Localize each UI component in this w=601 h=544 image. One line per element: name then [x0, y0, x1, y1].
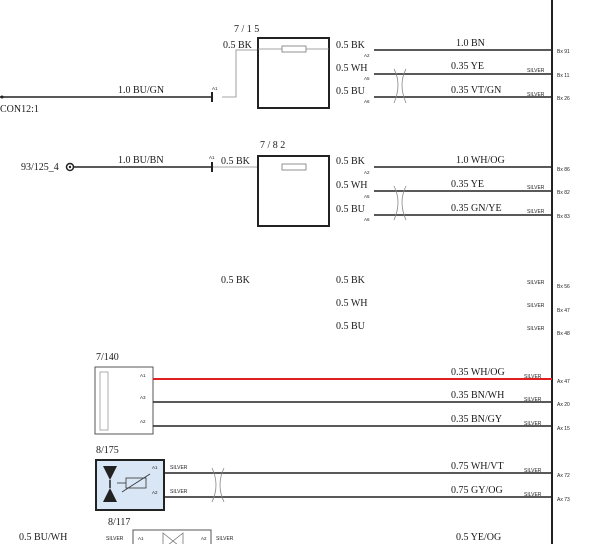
- group2-silver-1: SILVER: [527, 185, 545, 191]
- group2-pin-3: A6: [364, 217, 370, 222]
- group1-wire-label-2: 0.35 YE: [451, 61, 484, 72]
- group5-wire-label-1: 0.75 WH/VT: [451, 461, 504, 472]
- group6-wire-label: 0.5 YE/OG: [456, 532, 501, 543]
- group3-conn-1: Bx 56: [557, 284, 570, 290]
- group2-out-1: 0.5 BK: [336, 156, 366, 167]
- group6-silver-2: SILVER: [216, 536, 234, 542]
- group1-input-link: [222, 49, 258, 98]
- group5-circuit: 8/175 A1 A2 SILVER SILVER 0.75 WH/VT 0.7…: [95, 445, 570, 511]
- group1-pin-2: A5: [364, 76, 370, 81]
- group2-in-size: 0.5 BK: [221, 156, 251, 167]
- group6-pin-1: A1: [138, 536, 144, 541]
- group4-ref: 7/140: [96, 352, 119, 363]
- group1-conn-3: Bx 26: [557, 96, 570, 102]
- group1-fuse-icon: [281, 45, 307, 53]
- group5-ref: 8/175: [96, 445, 119, 456]
- group1-silver-1: SILVER: [527, 68, 545, 74]
- group1-left-terminal-icon: [0, 95, 4, 99]
- group2-silver-2: SILVER: [527, 209, 545, 215]
- group1-wire-label-3: 0.35 VT/GN: [451, 85, 501, 96]
- group4-wire-label-3: 0.35 BN/GY: [451, 414, 502, 425]
- group2-out-2: 0.5 WH: [336, 180, 367, 191]
- group1-in-size: 0.5 BK: [223, 40, 253, 51]
- group5-wire-label-2: 0.75 GY/OG: [451, 485, 503, 496]
- group4-pin-2: A3: [140, 395, 146, 400]
- group2-left-pin: A1: [209, 155, 215, 160]
- group6-pin-2: A2: [201, 536, 207, 541]
- group6-component-box[interactable]: [132, 529, 212, 544]
- group3-in-size: 0.5 BK: [221, 275, 251, 286]
- group6-circuit: 8/117 0.5 BU/WH SILVER SILVER A1 A2 0.5 …: [19, 517, 501, 544]
- group2-wire-label-2: 0.35 YE: [451, 179, 484, 190]
- group3-silver-1: SILVER: [527, 280, 545, 286]
- group1-out-1: 0.5 BK: [336, 40, 366, 51]
- group4-pin-3: A2: [140, 419, 146, 424]
- group1-wire-label-1: 1.0 BN: [456, 38, 485, 49]
- group6-ref: 8/117: [108, 517, 130, 528]
- group4-circuit: 7/140 A1 A3 A2 0.35 WH/OG 0.35 BN/WH 0.3…: [94, 352, 570, 435]
- group6-silver-1: SILVER: [106, 536, 124, 542]
- group1-twist-icon: [393, 68, 407, 104]
- group2-pin-1: A2: [364, 170, 370, 175]
- group5-conn-1: Ax 72: [557, 473, 570, 479]
- group1-pin-3: A6: [364, 99, 370, 104]
- group2-wire-label-3: 0.35 GN/YE: [451, 203, 502, 214]
- group2-pin-2: A5: [364, 194, 370, 199]
- group2-conn-3: Bx 83: [557, 214, 570, 220]
- group1-conn-1: Bx 91: [557, 49, 570, 55]
- group3-silver-2: SILVER: [527, 303, 545, 309]
- group1-circuit: 7 / 1 5 0.5 BK 0.5 BK 0.5 WH 0.5 BU A2 A…: [0, 24, 570, 115]
- group2-left-ref: 93/125_4: [21, 162, 59, 173]
- group1-left-wire-label: 1.0 BU/GN: [118, 85, 164, 96]
- group4-conn-1: Ax 47: [557, 379, 570, 385]
- group2-fuse-icon: [281, 163, 307, 171]
- group1-ref: 7 / 1 5: [234, 24, 259, 35]
- group3-out-1: 0.5 BK: [336, 275, 366, 286]
- group5-silver-2: SILVER: [524, 492, 542, 498]
- group4-conn-3: Ax 15: [557, 426, 570, 432]
- group2-conn-2: Bx 82: [557, 190, 570, 196]
- group6-left-wire-label: 0.5 BU/WH: [19, 532, 67, 543]
- group2-left-wire-label: 1.0 BU/BN: [118, 155, 164, 166]
- group5-pin-1: A1: [152, 465, 158, 470]
- group5-relay-icon: [103, 466, 151, 502]
- group1-pin-1: A2: [364, 53, 370, 58]
- group3-out-3: 0.5 BU: [336, 321, 366, 332]
- group5-conn-2: Ax 73: [557, 497, 570, 503]
- group3-conn-3: Bx 48: [557, 331, 570, 337]
- group4-pin-1: A1: [140, 373, 146, 378]
- group3-silver-3: SILVER: [527, 326, 545, 332]
- group1-silver-2: SILVER: [527, 92, 545, 98]
- group3-out-2: 0.5 WH: [336, 298, 367, 309]
- group3-conn-2: Bx 47: [557, 308, 570, 314]
- group2-circuit: 7 / 8 2 0.5 BK 0.5 BK 0.5 WH 0.5 BU A2 A…: [21, 140, 570, 227]
- group4-wire-label-1: 0.35 WH/OG: [451, 367, 505, 378]
- group2-twist-icon: [393, 185, 407, 221]
- group6-diode-icon: [162, 532, 184, 544]
- group4-wire-label-2: 0.35 BN/WH: [451, 390, 504, 401]
- group5-silver-1: SILVER: [524, 468, 542, 474]
- group4-silver-1: SILVER: [524, 374, 542, 380]
- group1-left-ref: CON12:1: [0, 104, 39, 115]
- group4-connector-icon: [99, 371, 109, 431]
- group1-left-pin: A1: [212, 86, 218, 91]
- group2-conn-1: Bx 86: [557, 167, 570, 173]
- group4-conn-2: Ax 20: [557, 402, 570, 408]
- group4-silver-2: SILVER: [524, 397, 542, 403]
- group5-twist-icon: [211, 467, 225, 503]
- group1-out-2: 0.5 WH: [336, 63, 367, 74]
- group1-conn-2: Bx 11: [557, 73, 570, 79]
- group2-ref: 7 / 8 2: [260, 140, 285, 151]
- group5-silver-left-1: SILVER: [170, 465, 188, 471]
- group5-pin-2: A2: [152, 490, 158, 495]
- group2-wire-label-1: 1.0 WH/OG: [456, 155, 505, 166]
- group1-out-3: 0.5 BU: [336, 86, 366, 97]
- group2-out-3: 0.5 BU: [336, 204, 366, 215]
- group4-silver-3: SILVER: [524, 421, 542, 427]
- group5-silver-left-2: SILVER: [170, 489, 188, 495]
- group3-circuit: 0.5 BK 0.5 BK 0.5 WH 0.5 BU SILVER SILVE…: [221, 275, 570, 337]
